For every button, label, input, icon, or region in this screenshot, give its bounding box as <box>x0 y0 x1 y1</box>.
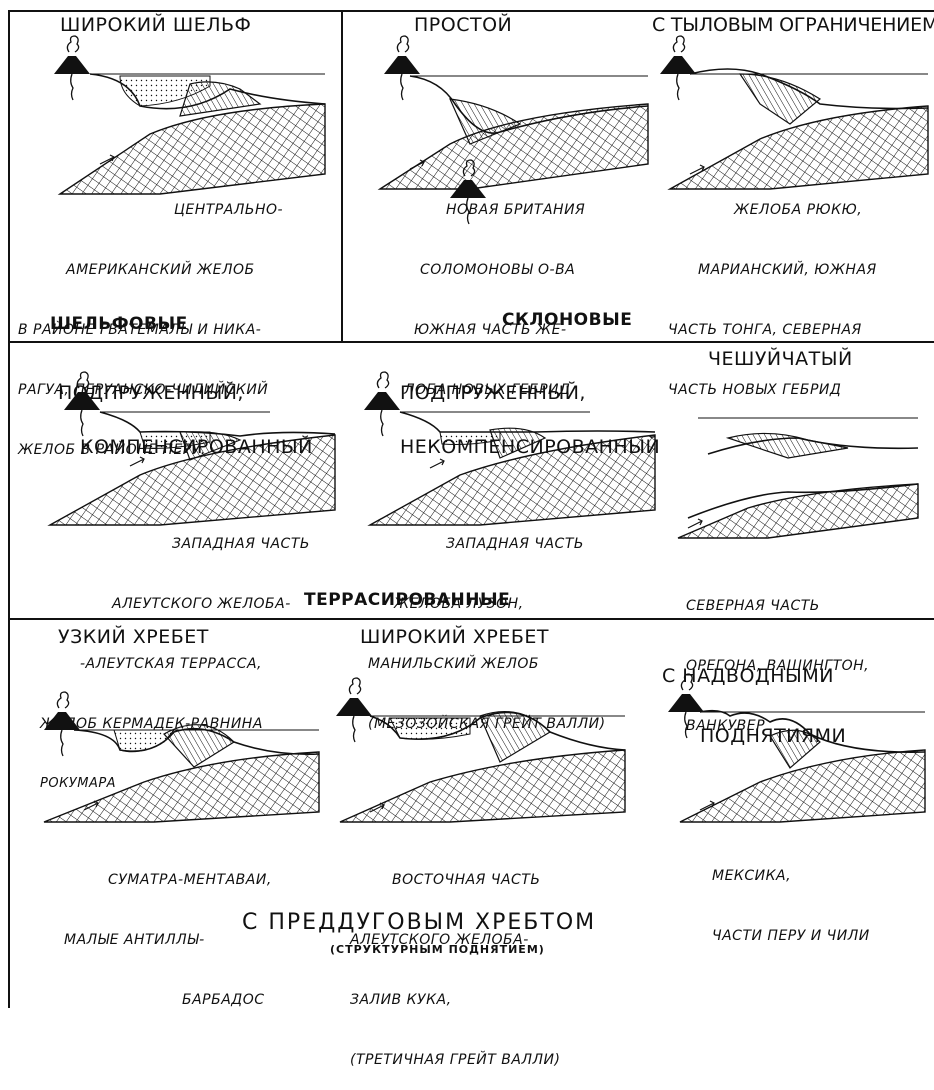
subducting-plate <box>44 752 319 822</box>
group-label-ridge: С ПРЕДДУГОВЫМ ХРЕБТОМ <box>242 912 596 934</box>
diagram-emergent-uplifts <box>660 672 930 832</box>
panel-title-wide-ridge: ШИРОКИЙ ХРЕБЕТ <box>360 628 549 647</box>
subduction-arrow-icon <box>688 519 702 528</box>
caption-line: ЗАПАДНАЯ ЧАСТЬ <box>446 534 606 554</box>
caption-line: ЦЕНТРАЛЬНО- <box>66 200 336 220</box>
diagram-imbricated <box>668 398 928 558</box>
caption-line: ЗАПАДНАЯ ЧАСТЬ <box>172 534 310 554</box>
diagram-wide-ridge <box>330 672 630 832</box>
group-sublabel-ridge: (СТРУКТУРНЫМ ПОДНЯТИЕМ) <box>330 944 545 955</box>
subducting-plate <box>340 750 625 822</box>
panel-title-narrow-ridge: УЗКИЙ ХРЕБЕТ <box>58 628 209 647</box>
caption-line: ЧАСТЬ ТОНГА, СЕВЕРНАЯ <box>668 320 877 340</box>
magma-channel <box>61 730 63 756</box>
volcano-icon <box>64 392 100 410</box>
volcano-icon <box>364 392 400 410</box>
caption-line: ЧАСТИ ПЕРУ И ЧИЛИ <box>712 926 870 946</box>
magma-channel <box>677 74 679 100</box>
caption-line: СОЛОМОНОВЫ О-ВА <box>420 260 585 280</box>
caption-line: ЖЕЛОБА РЮКЮ, <box>734 200 877 220</box>
sea-floor-profile <box>100 412 335 436</box>
volcano-icon <box>44 712 80 730</box>
caption-line: (ТРЕТИЧНАЯ ГРЕЙТ ВАЛЛИ) <box>350 1050 560 1070</box>
volcano-icon <box>660 56 696 74</box>
group-label-shelf: ШЕЛЬФОВЫЕ <box>50 316 188 333</box>
volcano-icon <box>668 694 704 712</box>
diagram-narrow-ridge <box>34 672 324 832</box>
caption-line: МАНИЛЬСКИЙ ЖЕЛОБ <box>368 654 606 674</box>
panel-title-backstop: С ТЫЛОВЫМ ОГРАНИЧЕНИЕМ <box>652 16 934 35</box>
volcano-icon <box>54 56 90 74</box>
magma-channel <box>381 410 383 436</box>
smoke-icon <box>681 674 692 690</box>
smoke-icon <box>57 692 68 708</box>
magma-channel <box>81 410 83 436</box>
volcano-icon <box>384 56 420 74</box>
panel-caption-narrow-ridge: СУМАТРА-МЕНТАВАИ, МАЛЫЕ АНТИЛЛЫ- БАРБАДО… <box>64 830 272 1030</box>
subducting-plate <box>680 750 925 822</box>
magma-channel <box>353 716 355 742</box>
caption-line: МАЛЫЕ АНТИЛЛЫ- <box>64 930 272 950</box>
caption-line: СУМАТРА-МЕНТАВАИ, <box>108 870 272 890</box>
caption-line: АЛЕУТСКОГО ЖЕЛОБА- <box>112 594 310 614</box>
accretionary-wedge <box>728 433 848 458</box>
caption-line: БАРБАДОС <box>182 990 272 1010</box>
sea-floor-profile <box>400 412 655 432</box>
volcano-icon <box>336 698 372 716</box>
caption-line: ЗАЛИВ КУКА, <box>350 990 560 1010</box>
group-label-slope: СКЛОНОВЫЕ <box>502 312 632 329</box>
caption-line: МЕКСИКА, <box>712 866 870 886</box>
caption-line: ЧАСТЬ НОВЫХ ГЕБРИД <box>668 380 877 400</box>
forearc-basin <box>390 718 470 739</box>
panel-caption-wide-ridge: ВОСТОЧНАЯ ЧАСТЬ АЛЕУТСКОГО ЖЕЛОБА- ЗАЛИВ… <box>350 830 560 1090</box>
panel-caption-emergent-uplifts: МЕКСИКА, ЧАСТИ ПЕРУ И ЧИЛИ <box>712 826 870 966</box>
caption-line: МАРИАНСКИЙ, ЮЖНАЯ <box>698 260 877 280</box>
panel-title-wide-shelf: ШИРОКИЙ ШЕЛЬФ <box>60 16 251 35</box>
group-label-terrace: ТЕРРАСИРОВАННЫЕ <box>304 592 510 609</box>
caption-line: АМЕРИКАНСКИЙ ЖЕЛОБ <box>66 260 336 280</box>
panel-title-simple: ПРОСТОЙ <box>414 16 512 35</box>
panel-title-imbricated: ЧЕШУЙЧАТЫЙ <box>708 350 853 369</box>
subduction-arrow-icon <box>130 457 144 466</box>
caption-line: -АЛЕУТСКАЯ ТЕРРАССА, <box>80 654 310 674</box>
accretionary-wedge <box>480 712 550 762</box>
magma-channel <box>685 712 687 738</box>
magma-channel <box>401 74 403 100</box>
smoke-icon <box>349 678 360 694</box>
subduction-arrow-icon <box>430 459 444 468</box>
panel-caption-backstop: ЖЕЛОБА РЮКЮ, МАРИАНСКИЙ, ЮЖНАЯ ЧАСТЬ ТОН… <box>660 160 877 420</box>
caption-line: СЕВЕРНАЯ ЧАСТЬ <box>686 596 869 616</box>
magma-channel <box>71 74 73 100</box>
caption-line: ВОСТОЧНАЯ ЧАСТЬ <box>392 870 560 890</box>
frame-divider-top <box>341 10 343 343</box>
